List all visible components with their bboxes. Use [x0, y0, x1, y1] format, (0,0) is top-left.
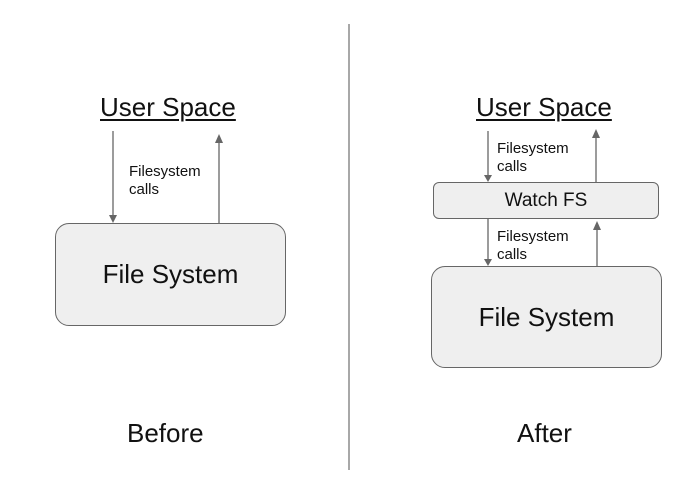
after-caption: After	[517, 418, 572, 448]
after-file-system-box: File System	[431, 266, 662, 368]
before-file-system-label: File System	[102, 259, 239, 289]
after-user-space-heading: User Space	[476, 92, 612, 122]
watch-fs-box: Watch FS	[433, 182, 659, 219]
before-caption: Before	[127, 418, 204, 448]
after-lower-arrow-label: Filesystem calls	[497, 228, 569, 264]
after-upper-down-arrow-icon	[484, 131, 492, 182]
after-lower-up-arrow-icon	[593, 221, 601, 266]
after-file-system-label: File System	[478, 301, 615, 332]
before-file-system-box: File System	[55, 223, 286, 326]
before-down-arrow-icon	[109, 131, 117, 223]
after-upper-arrow-label-line1: Filesystem	[497, 140, 569, 157]
after-lower-down-arrow-icon	[484, 219, 492, 266]
before-arrow-label-line2: calls	[129, 181, 160, 198]
after-lower-arrow-label-line1: Filesystem	[497, 228, 569, 245]
panel-divider	[348, 24, 350, 470]
after-upper-up-arrow-icon	[592, 129, 600, 182]
after-upper-arrow-label: Filesystem calls	[497, 140, 569, 176]
before-up-arrow-icon	[215, 134, 223, 223]
after-upper-arrow-label-line2: calls	[497, 158, 528, 175]
before-user-space-heading: User Space	[100, 92, 236, 122]
before-arrow-label-line1: Filesystem	[129, 163, 201, 180]
before-arrow-label: Filesystem calls	[129, 163, 201, 199]
watch-fs-label: Watch FS	[504, 189, 588, 211]
after-lower-arrow-label-line2: calls	[497, 246, 528, 263]
